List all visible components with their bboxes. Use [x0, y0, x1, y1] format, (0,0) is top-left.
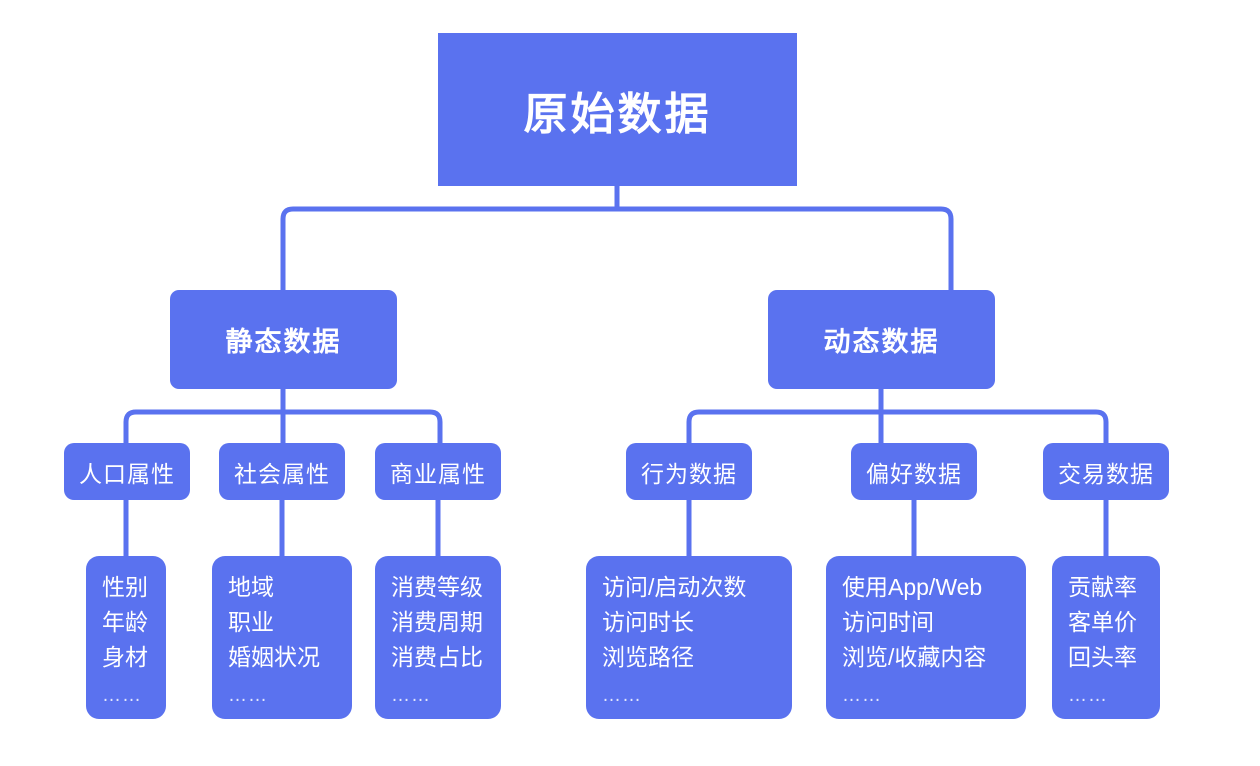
- node-category-behavior[interactable]: 行为数据: [626, 443, 752, 500]
- node-root-raw-data[interactable]: 原始数据: [438, 33, 797, 186]
- node-category-demographic[interactable]: 人口属性: [64, 443, 190, 500]
- leaf-line: 回头率: [1068, 644, 1137, 670]
- leaf-ellipsis: ……: [228, 685, 268, 706]
- node-category-transaction-label: 交易数据: [1058, 460, 1154, 487]
- leaf-commercial-attributes[interactable]: 消费等级 消费周期 消费占比 ……: [375, 556, 501, 719]
- node-branch-dynamic-label: 动态数据: [823, 327, 940, 357]
- leaf-line: 消费周期: [391, 609, 483, 635]
- leaf-ellipsis: ……: [842, 685, 882, 706]
- leaf-line: 性别: [102, 574, 148, 600]
- node-category-transaction[interactable]: 交易数据: [1043, 443, 1169, 500]
- leaf-ellipsis: ……: [102, 685, 142, 706]
- leaf-line: 访问时间: [842, 609, 934, 635]
- leaf-line: 客单价: [1068, 609, 1137, 635]
- leaf-line: 访问/启动次数: [602, 574, 747, 600]
- node-branch-static-label: 静态数据: [225, 327, 342, 357]
- connector-dynamic-to-children: [686, 389, 1109, 443]
- leaf-line: 浏览/收藏内容: [842, 644, 987, 670]
- leaf-preference-data[interactable]: 使用App/Web 访问时间 浏览/收藏内容 ……: [826, 556, 1026, 719]
- node-category-demographic-label: 人口属性: [79, 460, 175, 487]
- node-category-social-label: 社会属性: [234, 460, 330, 487]
- leaf-demographic-attributes[interactable]: 性别 年龄 身材 ……: [86, 556, 166, 719]
- leaf-behavior-data[interactable]: 访问/启动次数 访问时长 浏览路径 ……: [586, 556, 792, 719]
- node-category-social[interactable]: 社会属性: [219, 443, 345, 500]
- node-category-commercial[interactable]: 商业属性: [375, 443, 501, 500]
- connector-root-to-branches: [280, 186, 954, 290]
- leaf-line: 浏览路径: [602, 644, 694, 670]
- leaf-line: 地域: [228, 574, 274, 600]
- leaf-line: 访问时长: [602, 609, 694, 635]
- leaf-line: 使用App/Web: [842, 574, 983, 600]
- node-category-behavior-label: 行为数据: [641, 460, 737, 487]
- node-branch-static-data[interactable]: 静态数据: [170, 290, 397, 389]
- leaf-line: 婚姻状况: [228, 644, 320, 670]
- node-category-preference[interactable]: 偏好数据: [851, 443, 977, 500]
- leaf-line: 贡献率: [1068, 574, 1137, 600]
- leaf-line: 消费占比: [391, 644, 483, 670]
- leaf-ellipsis: ……: [602, 685, 642, 706]
- leaf-line: 消费等级: [391, 574, 483, 600]
- connector-static-to-children: [123, 389, 443, 443]
- node-category-preference-label: 偏好数据: [866, 460, 962, 487]
- node-category-commercial-label: 商业属性: [390, 460, 486, 487]
- leaf-ellipsis: ……: [1068, 685, 1108, 706]
- leaf-ellipsis: ……: [391, 685, 431, 706]
- leaf-line: 身材: [102, 644, 148, 670]
- leaf-line: 职业: [228, 609, 274, 635]
- leaf-line: 年龄: [102, 609, 148, 635]
- node-root-label: 原始数据: [523, 89, 712, 139]
- leaf-social-attributes[interactable]: 地域 职业 婚姻状况 ……: [212, 556, 352, 719]
- node-branch-dynamic-data[interactable]: 动态数据: [768, 290, 995, 389]
- leaf-transaction-data[interactable]: 贡献率 客单价 回头率 ……: [1052, 556, 1160, 719]
